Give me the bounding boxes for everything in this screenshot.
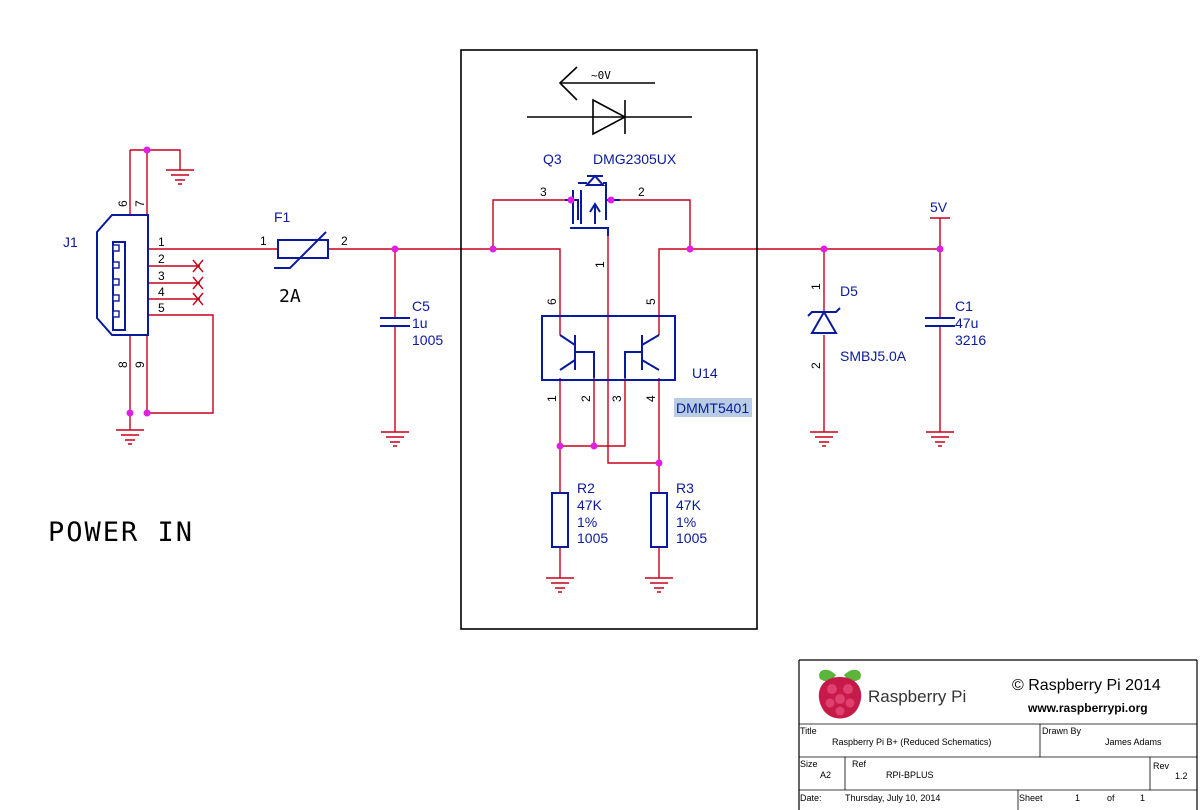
r3-tolerance: 1% (676, 514, 696, 530)
u14-pin-6: 6 (545, 298, 559, 305)
d5-pin-2: 2 (809, 362, 823, 369)
title-value: Raspberry Pi B+ (Reduced Schematics) (832, 737, 991, 747)
f1-pin-2: 2 (341, 234, 348, 248)
ideal-diode-block (460, 49, 758, 630)
net-5v-label: 5V (930, 199, 948, 215)
ground-symbol (546, 577, 574, 593)
r3-value: 47K (676, 497, 702, 513)
f1-rating: 2A (279, 286, 301, 307)
j1-pin-5: 5 (158, 301, 165, 315)
u14-designator: U14 (692, 365, 718, 381)
f1-designator: F1 (274, 209, 291, 225)
c5-capacitor (380, 317, 410, 327)
r3-package: 1005 (676, 530, 707, 546)
rev-label: Rev (1153, 761, 1170, 771)
u14-dual-transistor (541, 315, 676, 381)
q3-pin-3: 3 (540, 185, 547, 199)
u14-pin-1: 1 (545, 395, 559, 402)
f1-polyfuse (274, 231, 329, 269)
ground-symbols (116, 169, 954, 593)
sheet-value: 1 (1075, 793, 1080, 803)
sheet-label: Sheet (1019, 793, 1043, 803)
u14-part-number: DMMT5401 (676, 400, 749, 416)
d5-part-number: SMBJ5.0A (840, 348, 907, 364)
j1-pin-9: 9 (133, 361, 147, 368)
date-value: Thursday, July 10, 2014 (845, 793, 940, 803)
c1-package: 3216 (955, 332, 986, 348)
j1-pin-8: 8 (116, 361, 130, 368)
date-label: Date: (800, 793, 822, 803)
q3-pin-2: 2 (638, 185, 645, 199)
d5-designator: D5 (840, 283, 858, 299)
u14-part-highlight (674, 398, 752, 417)
no-connect-marks (192, 259, 204, 306)
j1-pin-1: 1 (158, 235, 165, 249)
r3-designator: R3 (676, 480, 694, 496)
d5-pin-1: 1 (809, 283, 823, 290)
title-block: Raspberry Pi © Raspberry Pi 2014 www.ras… (798, 659, 1198, 810)
ideal-diode-symbol (527, 66, 692, 136)
of-label: of (1107, 793, 1115, 803)
r2-value: 47K (577, 497, 603, 513)
r3-resistor (650, 492, 668, 548)
r2-tolerance: 1% (577, 514, 597, 530)
ground-symbol (926, 431, 954, 447)
j1-pin-6: 6 (116, 200, 130, 207)
j1-designator: J1 (63, 234, 78, 250)
u14-pin-5: 5 (644, 298, 658, 305)
ref-value: RPI-BPLUS (886, 770, 934, 780)
of-value: 1 (1140, 793, 1145, 803)
brand-name: Raspberry Pi (868, 687, 966, 706)
c1-capacitor (925, 317, 955, 327)
ground-symbol (116, 429, 144, 445)
ground-symbol (166, 169, 194, 185)
size-label: Size (800, 759, 818, 769)
j1-pin-3: 3 (158, 269, 165, 283)
ref-label: Ref (852, 759, 867, 769)
ground-symbol (810, 431, 838, 447)
drawn-by-value: James Adams (1105, 737, 1162, 747)
q3-mosfet (565, 174, 620, 236)
r2-resistor (551, 492, 569, 548)
title-label: Title (800, 726, 817, 736)
j1-pin-4: 4 (158, 285, 165, 299)
d5-tvs-diode (807, 307, 841, 334)
raspberry-pi-logo-icon (818, 669, 862, 719)
r2-designator: R2 (577, 480, 595, 496)
c5-package: 1005 (412, 332, 443, 348)
j1-connector (96, 214, 149, 336)
copyright: © Raspberry Pi 2014 (1012, 677, 1161, 694)
voltage-drop-label: ~0V (591, 69, 611, 82)
u14-pin-2: 2 (579, 395, 593, 402)
u14-pin-4: 4 (644, 395, 658, 402)
drawn-by-label: Drawn By (1042, 726, 1082, 736)
power-in-heading: POWER IN (48, 517, 194, 548)
c5-designator: C5 (412, 298, 430, 314)
j1-pin-2: 2 (158, 252, 165, 266)
size-value: A2 (820, 770, 831, 780)
q3-pin-1: 1 (593, 261, 607, 268)
r2-package: 1005 (577, 530, 608, 546)
c1-value: 47u (955, 315, 978, 331)
u14-pin-3: 3 (610, 395, 624, 402)
f1-pin-1: 1 (260, 234, 267, 248)
ground-symbol (381, 431, 409, 447)
j1-pin-7: 7 (133, 200, 147, 207)
c5-value: 1u (412, 315, 428, 331)
rev-value: 1.2 (1175, 771, 1188, 781)
q3-part-number: DMG2305UX (593, 151, 677, 167)
c1-designator: C1 (955, 298, 973, 314)
vcc-symbol (930, 217, 950, 249)
website: www.raspberrypi.org (1027, 701, 1148, 715)
q3-designator: Q3 (543, 151, 562, 167)
ground-symbol (645, 577, 673, 593)
junctions (126, 146, 944, 467)
